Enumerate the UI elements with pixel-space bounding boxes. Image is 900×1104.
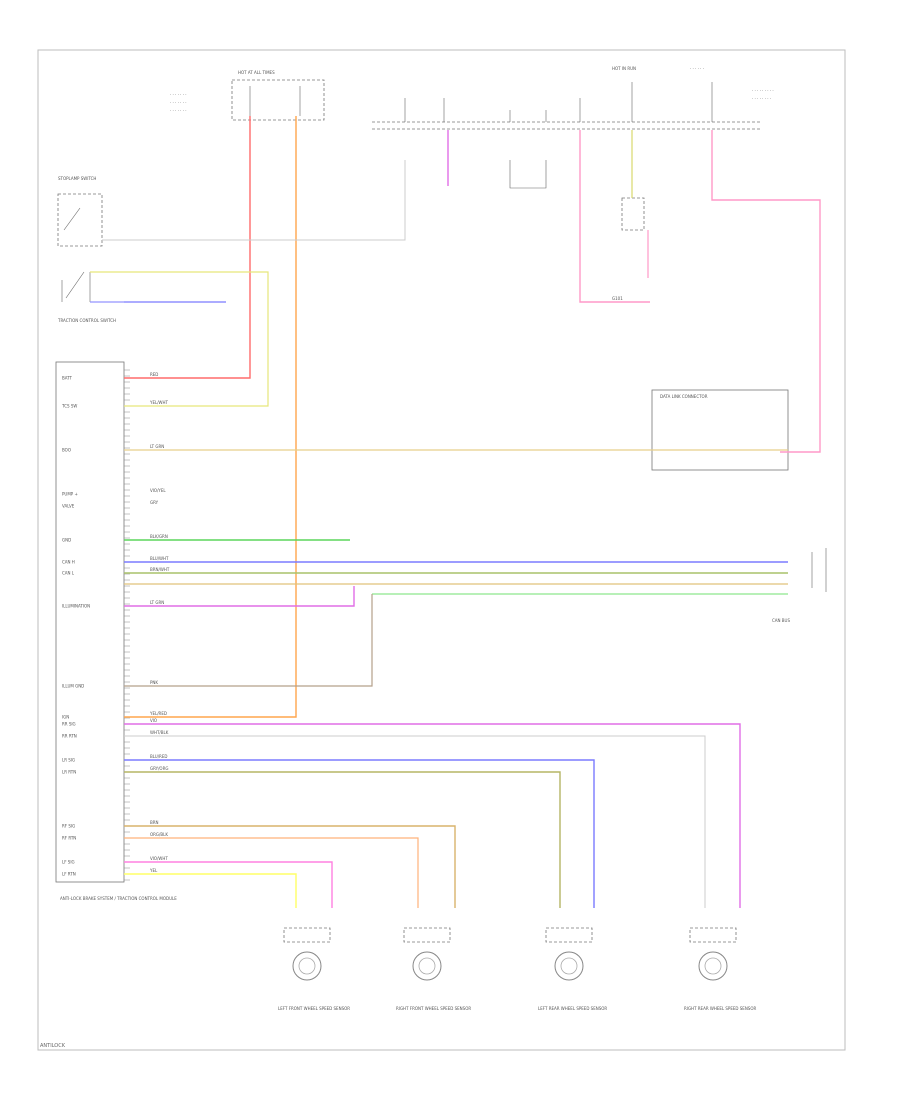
sensor-lf-label: LEFT FRONT WHEEL SPEED SENSOR [278,1006,350,1011]
fuse-block-right: HOT IN RUN · · · · · · · · · · · · · · ·… [372,66,774,130]
module-pin-wire-color: BLU/RED [150,754,167,759]
module-pin-wire-color: YEL/WHT [149,400,169,405]
fuse-run-label: HOT IN RUN [612,66,636,71]
fuse-hot-label: HOT AT ALL TIMES [238,70,275,75]
module-pin-wire-color: GRY/ORG [150,766,168,771]
svg-text:· · · · · · · ·: · · · · · · · · [752,96,771,101]
can-connector: CAN BUS [772,548,827,623]
stoplamp-switch: STOPLAMP SWITCH [57,176,103,247]
module-pin-wire-color: LT GRN [150,600,164,605]
module-pin-label: RF RTN [62,836,76,841]
wire-pink-right [711,130,821,453]
module-pin-wire-color: LT GRN [150,444,164,449]
wire-blue-lr [124,759,595,908]
wire-yellow-lf [124,873,297,908]
module-pin-wire-color: BRN/WHT [150,567,170,572]
module-pin-label: LR RTN [62,770,76,775]
module-pin-label: CAN H [62,560,75,565]
data-link-label: DATA LINK CONNECTOR [660,394,708,399]
wire-gray-rr [124,735,706,908]
wire-gray-1 [102,160,406,241]
module-pin-wire-color: GRY [150,500,159,505]
sensor-lf: LEFT FRONT WHEEL SPEED SENSOR [278,927,350,1011]
module-pin-wire-color: VIO/WHT [150,856,168,861]
diagram-frame [37,49,846,1051]
module-pin-wire-color: VIO [150,718,157,723]
traction-switch-label: TRACTION CONTROL SWITCH [57,318,116,323]
sensor-lr-label: LEFT REAR WHEEL SPEED SENSOR [538,1006,607,1011]
svg-text:· · · · · · ·: · · · · · · · [170,92,187,97]
module-pin-label: ILLUM GND [62,684,84,689]
wire-green-illum [124,594,373,687]
wheel-speed-sensors: LEFT FRONT WHEEL SPEED SENSOR RIGHT FRON… [278,927,756,1011]
module-pin-label: VALVE [62,504,75,509]
module-pin-wire-color: VIO/YEL [150,488,166,493]
wire-violet-lf [124,861,333,908]
sensor-rr-label: RIGHT REAR WHEEL SPEED SENSOR [684,1006,756,1011]
wire-violet-illum [124,586,355,607]
fuse-block-left: HOT AT ALL TIMES · · · · · · · · · · · ·… [170,70,325,121]
svg-text:· · · · · ·: · · · · · · [690,66,704,71]
data-link-connector: DATA LINK CONNECTOR [651,389,789,471]
module-pin-wire-color: PNK [150,680,158,685]
sensor-rf-label: RIGHT FRONT WHEEL SPEED SENSOR [396,1006,471,1011]
module-pin-label: LR SIG [62,758,75,763]
wire-orange-rf [124,837,419,908]
wire-yellow-green [90,271,269,407]
wire-violet-rr [124,723,741,908]
can-bus-label: CAN BUS [772,618,790,623]
abs-module: ANTI-LOCK BRAKE SYSTEM / TRACTION CONTRO… [55,361,177,901]
svg-text:· · · · · · ·: · · · · · · · [170,108,187,113]
svg-text:· · · · · · · · ·: · · · · · · · · · [752,88,774,93]
relay-box [621,197,645,231]
module-pin-wire-color: BLU/WHT [150,556,169,561]
module-pin-label: CAN L [62,571,75,576]
module-pin-label: LF SIG [62,860,75,865]
svg-text:· · · · · · ·: · · · · · · · [170,100,187,105]
module-pin-wire-color: BRN [150,820,159,825]
ground-label: G101 [612,296,623,301]
wire-pink-top [579,130,650,303]
module-pin-label: RR SIG [62,722,76,727]
module-pin-label: RF SIG [62,824,75,829]
module-pin-label: PUMP + [62,492,78,497]
wires [90,116,821,908]
sensor-lr: LEFT REAR WHEEL SPEED SENSOR [538,927,607,1011]
module-pin-label: BOO [62,448,71,453]
module-pin-wire-color: WHT/BLK [150,730,169,735]
module-pin-label: BATT [62,376,73,381]
sensor-rf: RIGHT FRONT WHEEL SPEED SENSOR [396,927,471,1011]
module-pin-wire-color: YEL/RED [149,711,167,716]
footer-code: ANTILOCK [40,1043,66,1049]
splice-pair [509,160,547,189]
module-pin-label: TCS SW [61,404,77,409]
sensor-rr: RIGHT REAR WHEEL SPEED SENSOR [684,927,756,1011]
wire-tan-rf [124,825,456,908]
module-pin-rows: BATT RED TCS SW YEL/WHT BOO LT GRN PUMP + VIO/Y… [61,369,170,881]
module-pin-label: ILLUMINATION [62,604,90,609]
traction-control-switch: TRACTION CONTROL SWITCH [57,271,116,323]
module-pin-wire-color: RED [150,372,158,377]
module-pin-label: GND [62,538,71,543]
wire-red [124,116,251,379]
module-pin-wire-color: ORG/BLK [150,832,168,837]
wire-olive-lr [124,771,561,908]
module-pin-label: IGN [62,715,69,720]
module-pin-wire-color: BLK/GRN [150,534,168,539]
module-pin-label: RR RTN [62,734,77,739]
wire-orange [124,116,297,718]
abs-module-label: ANTI-LOCK BRAKE SYSTEM / TRACTION CONTRO… [60,896,177,901]
stoplamp-switch-label: STOPLAMP SWITCH [58,176,96,181]
module-pin-wire-color: YEL [149,868,158,873]
module-pin-label: LF RTN [62,872,76,877]
